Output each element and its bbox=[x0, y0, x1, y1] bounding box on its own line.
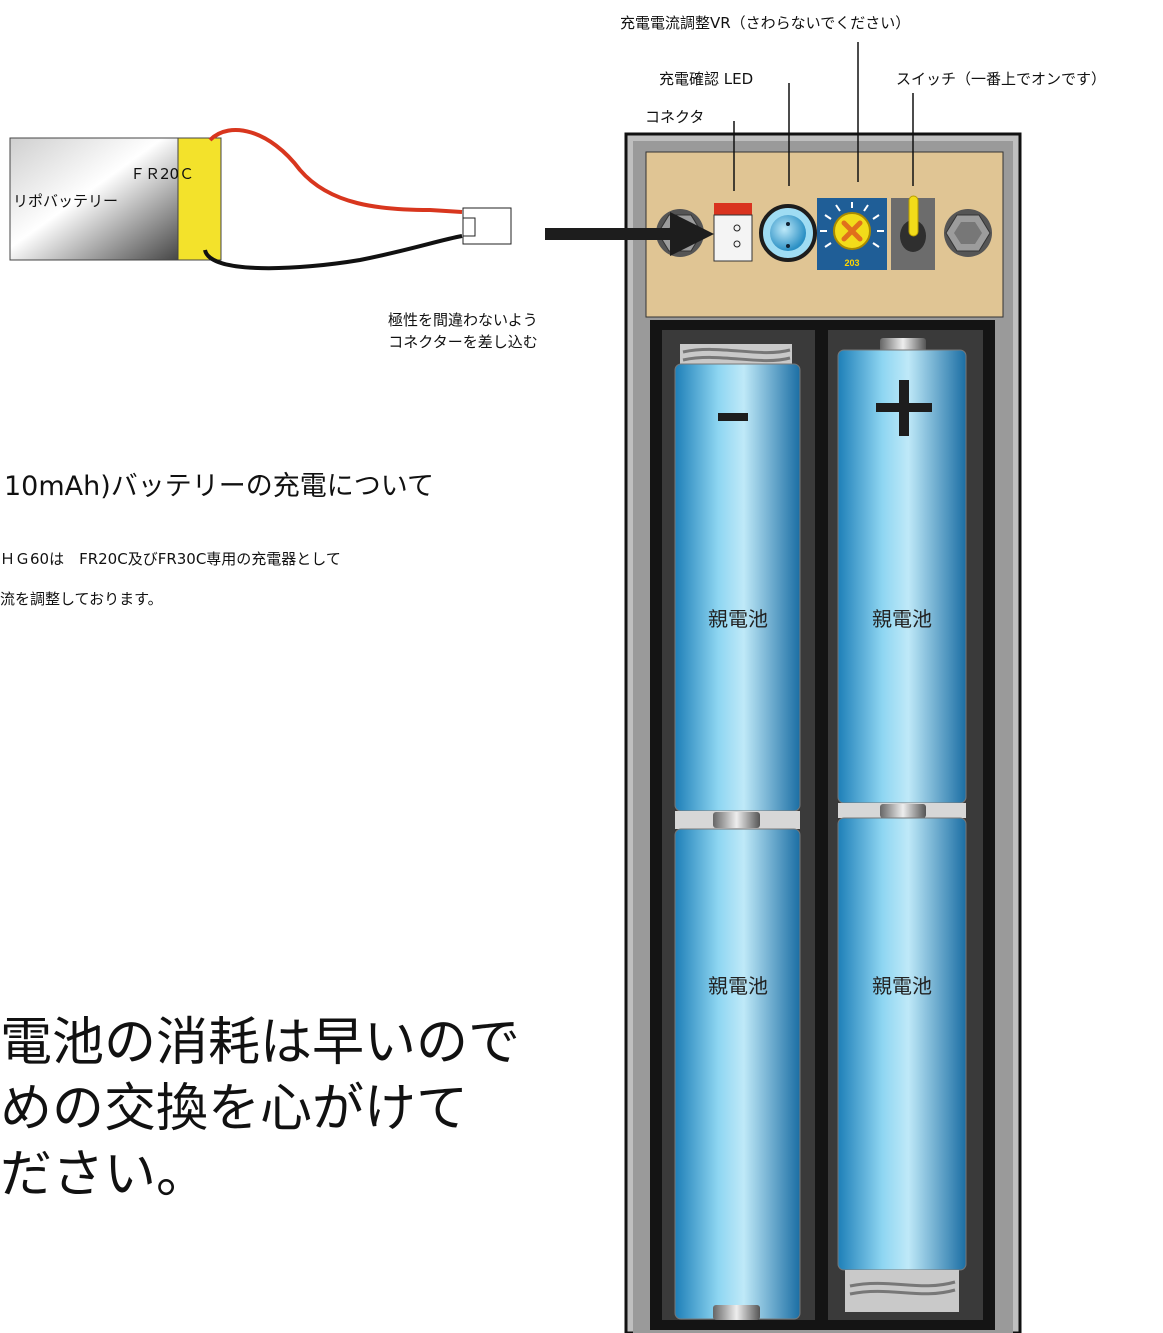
polarity-note: 極性を間違わないよう コネクターを差し込む bbox=[388, 309, 538, 353]
cell-label: 親電池 bbox=[872, 974, 932, 998]
cell-label: 親電池 bbox=[708, 974, 768, 998]
lipo-battery bbox=[9, 128, 512, 271]
battery-name: ＦＲ20Ｃ bbox=[130, 165, 195, 183]
polarity-line-1: 極性を間違わないよう bbox=[388, 311, 538, 329]
battery-cell bbox=[674, 828, 801, 1320]
vr-label: 充電電流調整VR（さわらないでください） bbox=[620, 14, 911, 32]
vr-value: 203 bbox=[844, 258, 859, 268]
battery-subtitle: リポバッテリー bbox=[13, 192, 119, 210]
right-screw-icon bbox=[944, 209, 992, 257]
switch-icon bbox=[891, 195, 935, 270]
section-title: 10mAh)バッテリーの充電について bbox=[4, 471, 434, 502]
led-icon bbox=[759, 204, 817, 262]
description-line-1: ＨＧ60は FR20C及びFR30C専用の充電器として bbox=[0, 550, 341, 568]
led-label: 充電確認 LED bbox=[659, 70, 754, 88]
battery-cell bbox=[837, 817, 967, 1271]
vr-potentiometer-icon bbox=[817, 198, 887, 270]
connector-socket bbox=[713, 203, 753, 262]
red-wire bbox=[208, 128, 463, 214]
description-line-2: 流を調整しております。 bbox=[0, 590, 163, 608]
spring-icon bbox=[845, 1270, 959, 1312]
insert-arrow-icon bbox=[545, 212, 714, 256]
note-line-3: ださい。 bbox=[0, 1145, 209, 1205]
connector-label: コネクタ bbox=[645, 108, 705, 126]
minus-sign-icon bbox=[718, 413, 748, 421]
cell-label: 親電池 bbox=[708, 607, 768, 631]
plus-sign-icon bbox=[876, 380, 932, 436]
battery-cell bbox=[674, 363, 801, 812]
polarity-line-2: コネクターを差し込む bbox=[388, 333, 538, 351]
note-line-1: 電池の消耗は早いので bbox=[0, 1013, 521, 1073]
cell-label: 親電池 bbox=[872, 607, 932, 631]
black-wire bbox=[203, 234, 463, 271]
big-note: 電池の消耗は早いので めの交換を心がけて ださい。 bbox=[0, 1010, 520, 1208]
switch-label: スイッチ（一番上でオンです） bbox=[896, 70, 1107, 88]
note-line-2: めの交換を心がけて bbox=[0, 1079, 469, 1139]
